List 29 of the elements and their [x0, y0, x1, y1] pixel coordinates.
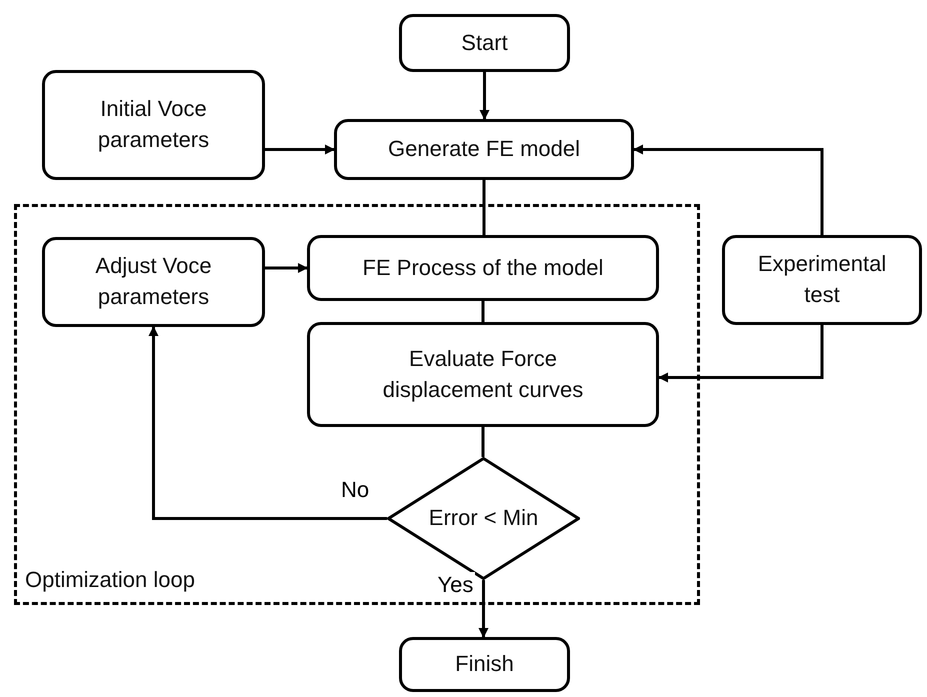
connector-line	[482, 301, 484, 322]
connector-line	[482, 180, 486, 235]
arrow	[480, 72, 490, 120]
group-label: Optimization loop	[25, 566, 195, 594]
loop-boundary	[14, 204, 700, 605]
process-box	[722, 235, 922, 325]
process-box	[42, 237, 265, 327]
arrow	[478, 580, 488, 638]
arrow	[265, 263, 308, 273]
node-label: Error < Min	[428, 504, 538, 532]
terminal-box	[399, 14, 570, 72]
arrow	[633, 144, 824, 235]
process-box	[307, 235, 659, 301]
node-label: Initial Voce parameters	[96, 95, 210, 154]
node-label: Adjust Voce parameters	[94, 252, 213, 311]
node-label: Experimental test	[756, 250, 888, 309]
node-label: FE Process of the model	[362, 254, 604, 282]
process-box	[307, 322, 659, 427]
process-box	[334, 119, 634, 180]
terminal-box	[399, 637, 570, 692]
node-label: Evaluate Force displacement curves	[382, 344, 584, 404]
node-label: Finish	[454, 650, 515, 678]
node-label: Generate FE model	[387, 135, 581, 164]
arrow	[148, 326, 387, 520]
process-box	[42, 70, 265, 180]
node-label: Start	[460, 28, 509, 57]
arrow	[265, 144, 335, 154]
arrow	[658, 325, 824, 382]
connector-line	[482, 427, 484, 457]
